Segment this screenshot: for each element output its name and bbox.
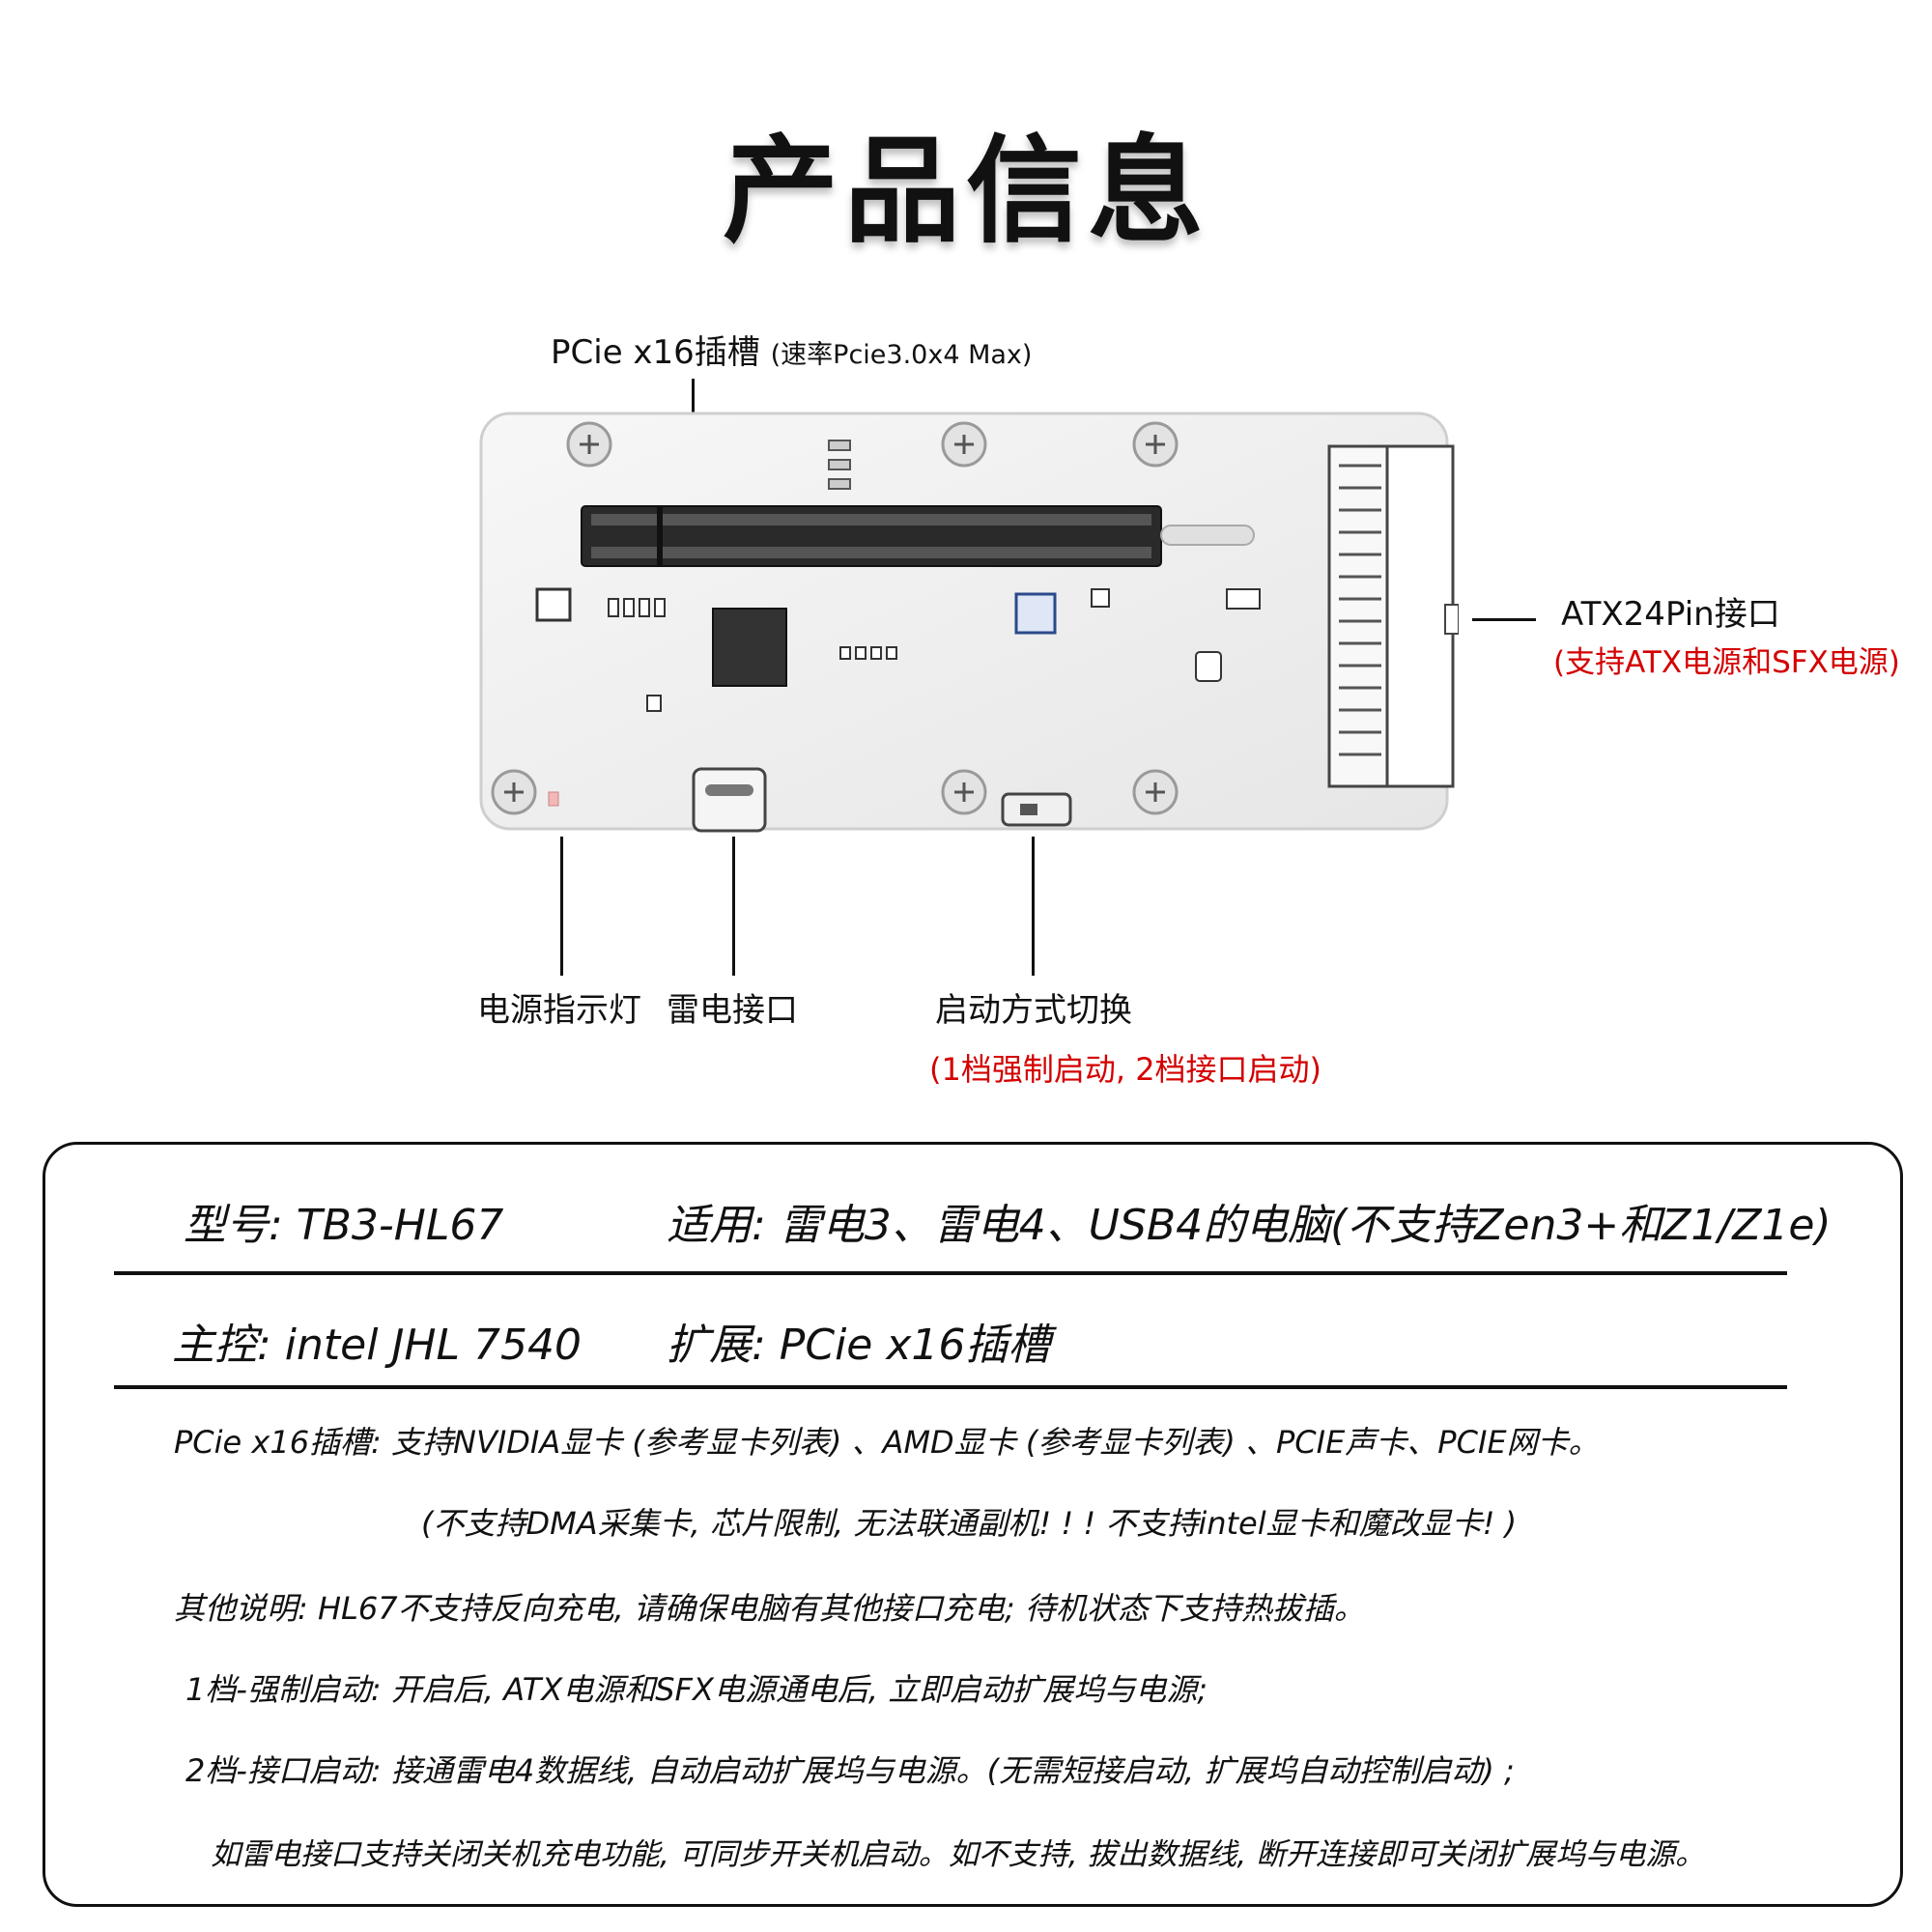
page-title: 产品信息 xyxy=(723,125,1209,259)
atx-support-label: (支持ATX电源和SFX电源) xyxy=(1553,645,1900,680)
jhl7540-controller-chip xyxy=(712,608,787,687)
eeprom-chip xyxy=(535,587,572,622)
pcie-speed-text: (速率Pcie3.0x4 Max) xyxy=(770,340,1033,370)
thunderbolt-usb-c-port xyxy=(692,767,767,833)
boot-modes-label: (1档强制启动, 2档接口启动) xyxy=(929,1051,1322,1088)
mode1-note: 1档-强制启动: 开启后, ATX电源和SFX电源通电后, 立即启动扩展坞与电源… xyxy=(185,1671,1208,1708)
led-callout-line xyxy=(560,837,563,976)
spec-panel xyxy=(43,1142,1903,1907)
tb-callout-line xyxy=(732,837,735,976)
controller-spec: 主控: intel JHL 7540 xyxy=(172,1321,582,1370)
pcb-body xyxy=(479,412,1449,831)
pcb-board-illustration xyxy=(479,412,1459,833)
power-led-label: 电源指示灯 xyxy=(477,991,641,1030)
switch-callout-line xyxy=(1032,837,1035,976)
model-spec: 型号: TB3-HL67 xyxy=(184,1201,504,1250)
pcie-slot-label: PCie x16插槽 (速率Pcie3.0x4 Max) xyxy=(551,326,1032,373)
boot-switch-label: 启动方式切换 xyxy=(935,991,1132,1030)
expansion-spec: 扩展: PCie x16插槽 xyxy=(667,1321,1051,1370)
mode2-note: 2档-接口启动: 接通雷电4数据线, 自动启动扩展坞与电源。(无需短接启动, 扩… xyxy=(185,1752,1515,1789)
pd-controller-chip xyxy=(1014,592,1057,635)
mode-warning-note: 如雷电接口支持关闭关机充电功能, 可同步开关机启动。如不支持, 拔出数据线, 断… xyxy=(211,1837,1706,1872)
compat-spec: 适用: 雷电3、雷电4、USB4的电脑(不支持Zen3+和Z1/Z1e) xyxy=(667,1201,1832,1250)
atx-callout-line xyxy=(1472,618,1536,621)
spec-divider-2 xyxy=(114,1385,1787,1389)
atx-port-label: ATX24Pin接口 xyxy=(1561,595,1780,634)
other-note: 其他说明: HL67不支持反向充电, 请确保电脑有其他接口充电; 待机状态下支持… xyxy=(174,1590,1365,1627)
power-led xyxy=(548,791,559,807)
pcie-slot-text: PCie x16插槽 xyxy=(551,333,760,372)
slot-support-note: PCie x16插槽: 支持NVIDIA显卡 (参考显卡列表) 、AMD显卡 (… xyxy=(174,1424,1600,1461)
slot-warning-note: (不支持DMA采集卡, 芯片限制, 无法联通副机! ! ! 不支持intel显卡… xyxy=(421,1505,1518,1542)
slot-latch xyxy=(1160,525,1255,546)
spec-divider-1 xyxy=(114,1271,1787,1275)
thunderbolt-port-label: 雷电接口 xyxy=(667,991,798,1030)
